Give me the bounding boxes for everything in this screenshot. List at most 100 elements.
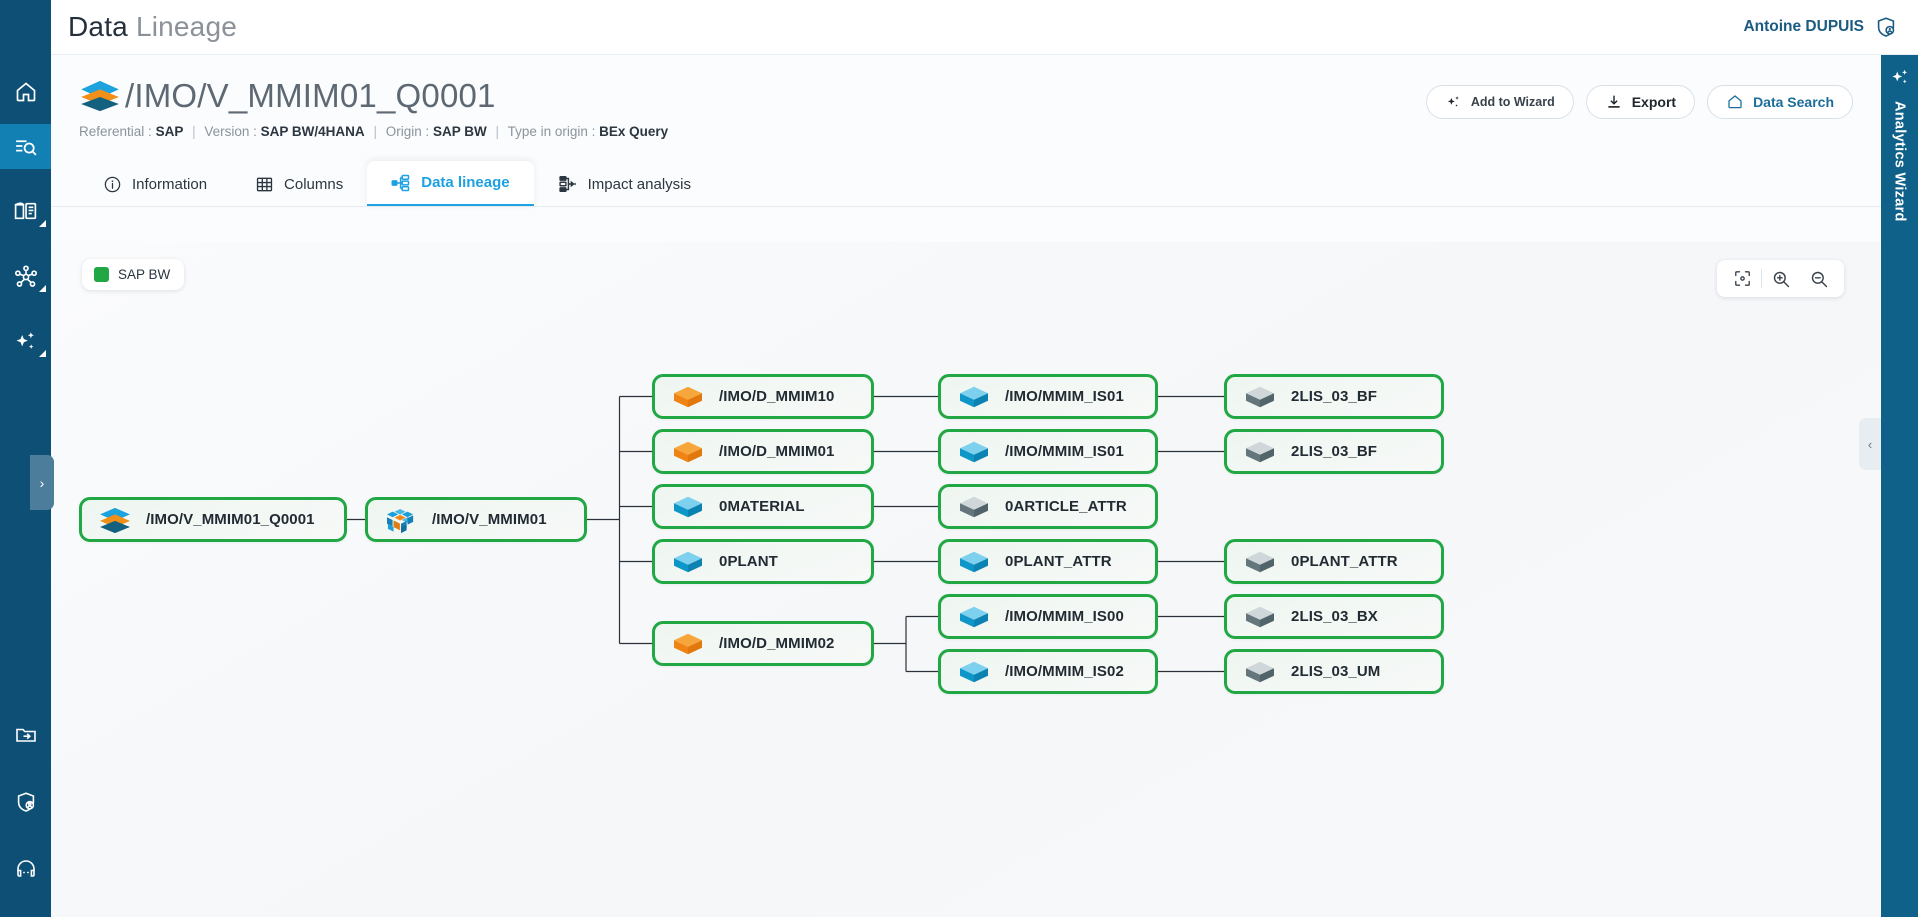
lineage-node[interactable]: /IMO/D_MMIM01 [652, 429, 874, 474]
tab-columns[interactable]: Columns [231, 161, 367, 207]
sidebar-item-admin[interactable] [0, 779, 51, 824]
lineage-node[interactable]: /IMO/MMIM_IS01 [938, 374, 1158, 419]
zoom-out-icon [1811, 271, 1828, 287]
node-icon [1243, 383, 1277, 411]
home-icon [16, 81, 35, 101]
shield-user-icon[interactable] [1874, 15, 1898, 39]
node-label: /IMO/MMIM_IS01 [1005, 443, 1124, 460]
node-label: /IMO/MMIM_IS00 [1005, 608, 1124, 625]
lineage-node[interactable]: 2LIS_03_BF [1224, 429, 1444, 474]
legend-label-sap-bw: SAP BW [118, 267, 171, 282]
lineage-node[interactable]: 0PLANT [652, 539, 874, 584]
sparkles-icon [1447, 95, 1459, 107]
lineage-node[interactable]: /IMO/V_MMIM01_Q0001 [79, 497, 347, 542]
node-label: 0PLANT [719, 553, 778, 570]
node-icon [1243, 548, 1277, 576]
box-blue-icon [960, 606, 988, 627]
meta-key-3: Type in origin : [507, 124, 596, 139]
box-gray-icon [1246, 441, 1274, 462]
fit-to-screen-button[interactable] [1723, 260, 1761, 297]
lineage-node[interactable]: 0PLANT_ATTR [1224, 539, 1444, 584]
sidebar-bottom-group [0, 712, 51, 917]
sidebar-expand-handle[interactable]: › [30, 455, 54, 510]
info-icon [104, 176, 121, 192]
lineage-node[interactable]: /IMO/D_MMIM10 [652, 374, 874, 419]
lineage-node[interactable]: 2LIS_03_BF [1224, 374, 1444, 419]
lineage-node[interactable]: 0ARTICLE_ATTR [938, 484, 1158, 529]
tab-impact-analysis[interactable]: Impact analysis [534, 161, 715, 207]
lineage-node[interactable]: /IMO/MMIM_IS02 [938, 649, 1158, 694]
lineage-node[interactable]: 2LIS_03_UM [1224, 649, 1444, 694]
layers-icon [81, 80, 119, 112]
box-gray-icon [960, 496, 988, 517]
rail-label: Analytics Wizard [1891, 101, 1908, 222]
zoom-in-button[interactable] [1762, 260, 1800, 297]
node-icon [957, 493, 991, 521]
node-label: /IMO/MMIM_IS01 [1005, 388, 1124, 405]
zoom-out-button[interactable] [1800, 260, 1838, 297]
search-list-icon [16, 140, 37, 156]
node-label: /IMO/D_MMIM10 [719, 388, 835, 405]
top-bar-right: Antoine DUPUIS [1743, 15, 1898, 39]
lineage-node[interactable]: /IMO/V_MMIM01 [365, 497, 587, 542]
add-to-wizard-button[interactable]: Add to Wizard [1425, 85, 1574, 119]
sidebar-item-glossary[interactable] [0, 189, 51, 234]
meta-value-1: SAP BW/4HANA [260, 124, 365, 139]
data-search-label: Data Search [1753, 94, 1834, 110]
page-title: /IMO/V_MMIM01_Q0001 [79, 77, 668, 115]
sidebar-item-data-search[interactable] [0, 124, 51, 169]
sidebar-item-graph[interactable] [0, 254, 51, 299]
data-search-button[interactable]: Data Search [1707, 85, 1853, 119]
sidebar-item-home[interactable] [0, 69, 51, 114]
node-label: /IMO/D_MMIM02 [719, 635, 835, 652]
box-gray-icon [1246, 661, 1274, 682]
sidebar-item-support[interactable] [0, 846, 51, 891]
node-label: 2LIS_03_BF [1291, 388, 1378, 405]
node-icon [957, 383, 991, 411]
lineage-node[interactable]: /IMO/D_MMIM02 [652, 621, 874, 666]
box-blue-icon [960, 551, 988, 572]
box-gray-icon [1246, 551, 1274, 572]
box-blue-icon [960, 441, 988, 462]
tab-data-lineage[interactable]: Data lineage [367, 161, 534, 207]
brand-text: Data Lineage [68, 11, 237, 43]
box-blue-icon [960, 661, 988, 682]
box-gray-icon [1246, 606, 1274, 627]
page-content: /IMO/V_MMIM01_Q0001 Referential : SAP | … [51, 55, 1881, 917]
sidebar-item-wizard[interactable] [0, 319, 51, 364]
node-label: 2LIS_03_UM [1291, 663, 1381, 680]
analytics-wizard-rail[interactable]: Analytics Wizard [1881, 55, 1918, 917]
lineage-graph: /IMO/V_MMIM01_Q0001/IMO/V_MMIM01/IMO/D_M… [51, 242, 1881, 917]
lineage-node[interactable]: /IMO/MMIM_IS01 [938, 429, 1158, 474]
lineage-canvas[interactable]: SAP BW [51, 242, 1881, 917]
tab-information[interactable]: Information [79, 161, 231, 207]
tab-columns-label: Columns [284, 175, 344, 193]
header-actions: Add to Wizard Export Data Search [1425, 77, 1853, 119]
layers-icon [100, 507, 130, 533]
meta-value-3: BEx Query [599, 124, 669, 139]
sidebar-item-import[interactable] [0, 712, 51, 757]
home-icon [1728, 95, 1742, 109]
meta-value-2: SAP BW [433, 124, 487, 139]
node-icon [1243, 603, 1277, 631]
rail-collapse-handle[interactable]: ‹ [1859, 418, 1881, 470]
header-area: /IMO/V_MMIM01_Q0001 Referential : SAP | … [51, 55, 1881, 139]
tab-data-lineage-label: Data lineage [421, 174, 510, 191]
node-label: 0PLANT_ATTR [1291, 553, 1398, 570]
node-icon [671, 630, 705, 658]
download-icon [1608, 95, 1620, 108]
lineage-icon [391, 174, 410, 191]
node-label: 0MATERIAL [719, 498, 805, 515]
lineage-node[interactable]: 0MATERIAL [652, 484, 874, 529]
lineage-node[interactable]: 2LIS_03_BX [1224, 594, 1444, 639]
metadata-line: Referential : SAP | Version : SAP BW/4HA… [79, 124, 668, 139]
node-label: /IMO/V_MMIM01 [432, 511, 547, 528]
zoom-divider [1761, 269, 1762, 288]
node-label: /IMO/V_MMIM01_Q0001 [146, 511, 315, 528]
node-label: 0ARTICLE_ATTR [1005, 498, 1127, 515]
node-label: /IMO/MMIM_IS02 [1005, 663, 1124, 680]
lineage-node[interactable]: 0PLANT_ATTR [938, 539, 1158, 584]
focus-frame-icon [1734, 271, 1750, 286]
export-button[interactable]: Export [1585, 85, 1696, 119]
lineage-node[interactable]: /IMO/MMIM_IS00 [938, 594, 1158, 639]
